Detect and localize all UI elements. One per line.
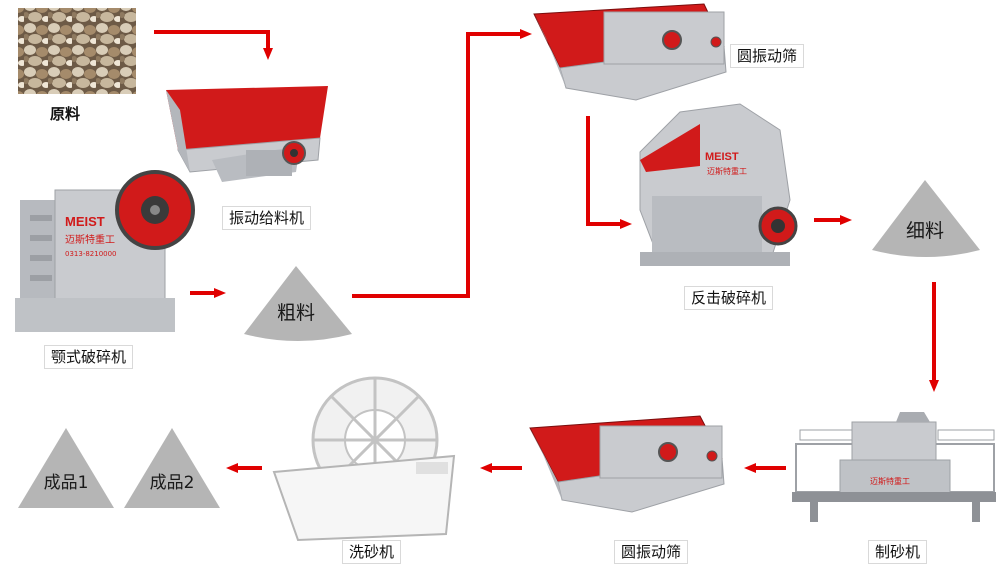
jaw-crusher-image: MEIST 迈斯特重工 0313-8210000: [15, 170, 195, 332]
impact-crusher-label: 反击破碎机: [684, 286, 774, 310]
sand-washer-image: [272, 376, 456, 542]
sand-making-machine-image: 迈斯特重工: [792, 412, 996, 522]
arrow-coarse-to-screen: [352, 29, 532, 298]
jaw-brand: MEIST: [65, 214, 105, 229]
circular-screen-top-label: 圆振动筛: [730, 44, 805, 68]
product2-pile: [124, 428, 220, 508]
jaw-crusher-label: 颚式破碎机: [44, 345, 134, 369]
product1-label: 成品1: [43, 473, 89, 493]
circular-screen-top-image: [533, 3, 727, 101]
circular-screen-bottom-label: 圆振动筛: [614, 540, 689, 564]
product2-label: 成品2: [149, 473, 195, 493]
raw-material-label: 原料: [50, 105, 81, 123]
sandmaker-brand-cn: 迈斯特重工: [870, 476, 910, 486]
arrow-screen-to-impact: [586, 116, 632, 229]
coarse-pile: [244, 266, 352, 341]
vibrating-feeder-label: 振动给料机: [222, 206, 312, 230]
product1-pile: [18, 428, 114, 508]
raw-material-image: [18, 8, 136, 94]
arrow-raw-to-feeder: [154, 30, 273, 60]
sand-washer-label: 洗砂机: [342, 540, 402, 564]
impact-brand-cn: 迈斯特重工: [707, 166, 747, 176]
vibrating-feeder-image: [166, 86, 328, 182]
circular-screen-bottom-image: [529, 415, 725, 513]
coarse-pile-label: 粗料: [276, 302, 315, 324]
fine-pile: [872, 180, 980, 257]
sand-making-machine-label: 制砂机: [868, 540, 928, 564]
impact-crusher-image: MEIST 迈斯特重工: [639, 103, 798, 266]
jaw-brand-cn: 迈斯特重工: [65, 233, 115, 246]
impact-brand: MEIST: [705, 151, 739, 163]
fine-pile-label: 细料: [905, 220, 944, 242]
jaw-phone: 0313-8210000: [65, 250, 117, 258]
